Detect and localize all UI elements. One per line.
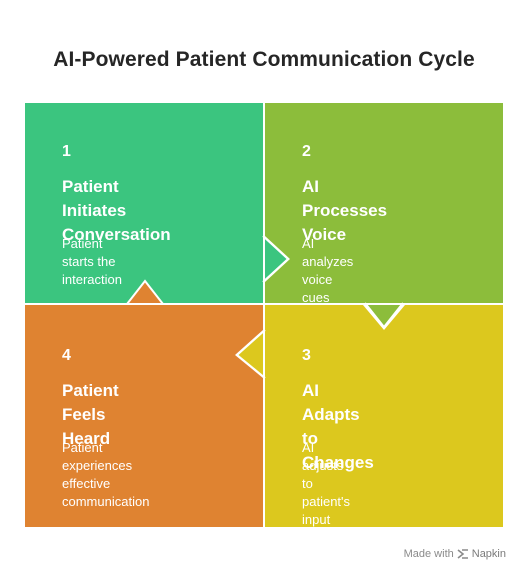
step-4-desc-line-3: communication bbox=[62, 494, 150, 509]
arrow-up-icon bbox=[126, 279, 164, 305]
step-4-heading: Patient Feels Heard bbox=[62, 379, 119, 451]
step-4-heading-line-2: Heard bbox=[62, 429, 111, 448]
step-1-heading-line-1: Patient Initiates bbox=[62, 177, 127, 220]
step-1-desc-line-1: Patient starts the bbox=[62, 236, 116, 269]
quadrant-4-shape bbox=[25, 280, 263, 527]
step-3-heading: AI Adapts to Changes bbox=[302, 379, 374, 475]
step-3-description: AI adjusts to patient's input bbox=[302, 439, 350, 529]
step-3-desc-line-1: AI adjusts to patient's bbox=[302, 440, 351, 509]
step-3-heading-line-1: AI Adapts to bbox=[302, 381, 360, 448]
arrow-right-icon bbox=[262, 235, 290, 283]
step-2-description: AI analyzes voice cues bbox=[302, 235, 353, 307]
watermark-prefix: Made with bbox=[403, 548, 454, 560]
quadrant-1-shape bbox=[25, 103, 288, 303]
step-2-desc-line-1: AI analyzes voice cues bbox=[302, 236, 354, 305]
step-1-heading-line-2: Conversation bbox=[62, 225, 171, 244]
step-2-heading: AI Processes Voice bbox=[302, 175, 387, 247]
step-4-desc-line-2: effective bbox=[62, 476, 111, 491]
step-1-desc-line-2: interaction bbox=[62, 272, 122, 287]
step-3-number: 3 bbox=[302, 347, 311, 364]
arrow-down-icon bbox=[364, 302, 404, 329]
step-1-heading: Patient Initiates Conversation bbox=[62, 175, 171, 247]
quadrant-2-shape bbox=[265, 103, 503, 327]
step-4-number: 4 bbox=[62, 347, 71, 364]
watermark-brand: Napkin bbox=[471, 548, 506, 560]
napkin-watermark: Made with Napkin bbox=[404, 548, 506, 560]
step-3-heading-line-2: Changes bbox=[302, 453, 374, 472]
arrow-left-icon bbox=[235, 329, 266, 379]
step-3-desc-line-2: input bbox=[302, 512, 331, 527]
step-4-description: Patient experiences effective communicat… bbox=[62, 439, 149, 511]
quadrant-3-shape bbox=[237, 305, 503, 527]
step-4-desc-line-1: Patient experiences bbox=[62, 440, 133, 473]
step-1-description: Patient starts the interaction bbox=[62, 235, 122, 289]
napkin-logo-icon bbox=[457, 549, 468, 559]
step-2-heading-line-1: AI Processes bbox=[302, 177, 388, 220]
step-2-number: 2 bbox=[302, 143, 311, 160]
step-1-number: 1 bbox=[62, 143, 71, 160]
page-title: AI-Powered Patient Communication Cycle bbox=[53, 48, 475, 71]
step-4-heading-line-1: Patient Feels bbox=[62, 381, 119, 424]
step-2-heading-line-2: Voice bbox=[302, 225, 347, 244]
